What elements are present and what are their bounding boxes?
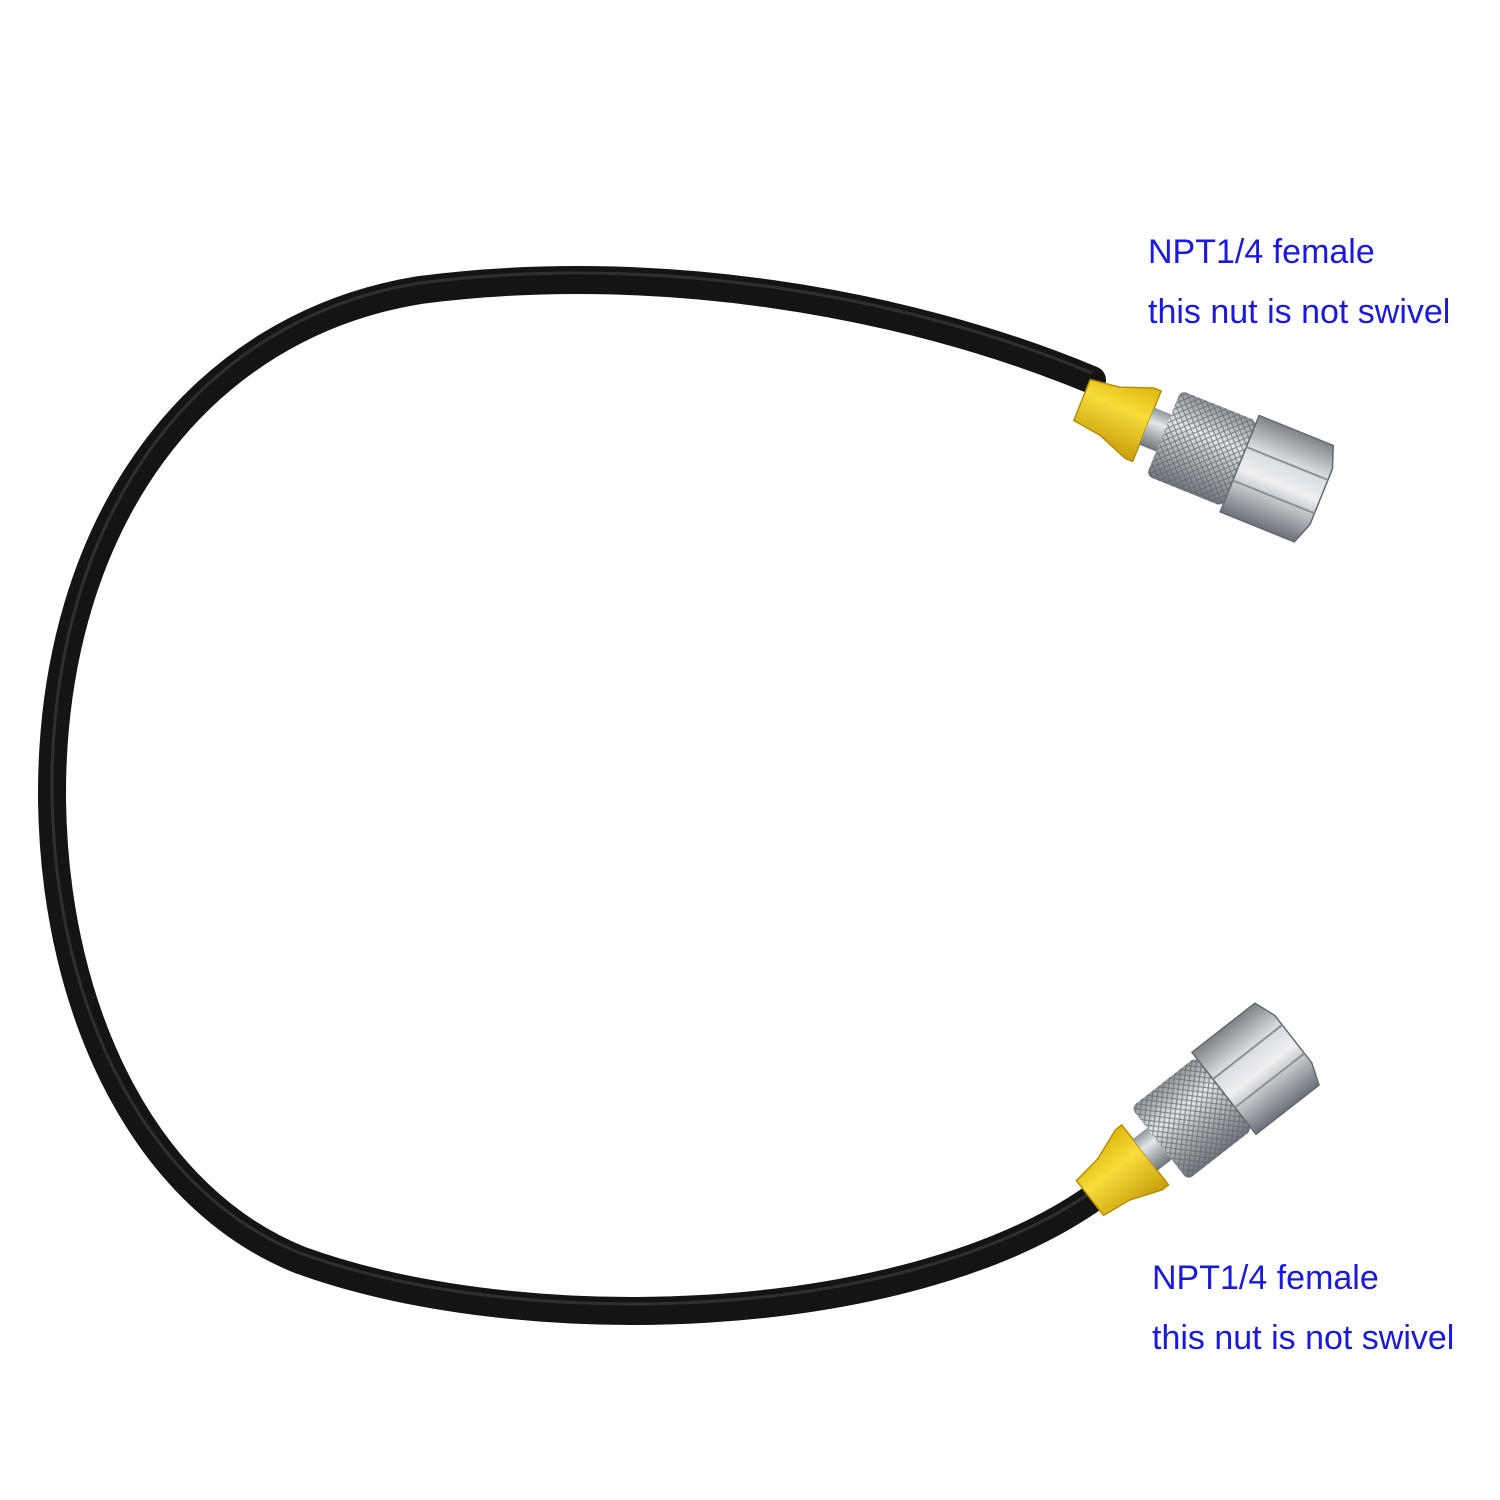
bottom-callout: NPT1/4 female this nut is not swivel <box>1152 1248 1454 1368</box>
bottom-fitting <box>1075 1002 1320 1217</box>
bottom-callout-line1: NPT1/4 female <box>1152 1259 1379 1297</box>
bottom-yellow-ferrule <box>1075 1123 1170 1217</box>
top-stem <box>1139 407 1172 452</box>
top-callout-line1: NPT1/4 female <box>1148 233 1375 271</box>
top-callout: NPT1/4 female this nut is not swivel <box>1148 222 1450 342</box>
top-fitting <box>1072 378 1335 543</box>
bottom-stem <box>1132 1128 1172 1171</box>
top-callout-line2: this nut is not swivel <box>1148 293 1451 331</box>
hose <box>37 266 1106 1325</box>
top-yellow-ferrule <box>1072 378 1163 463</box>
bottom-callout-line2: this nut is not swivel <box>1152 1319 1455 1357</box>
bottom-hex-nut <box>1190 1002 1320 1136</box>
